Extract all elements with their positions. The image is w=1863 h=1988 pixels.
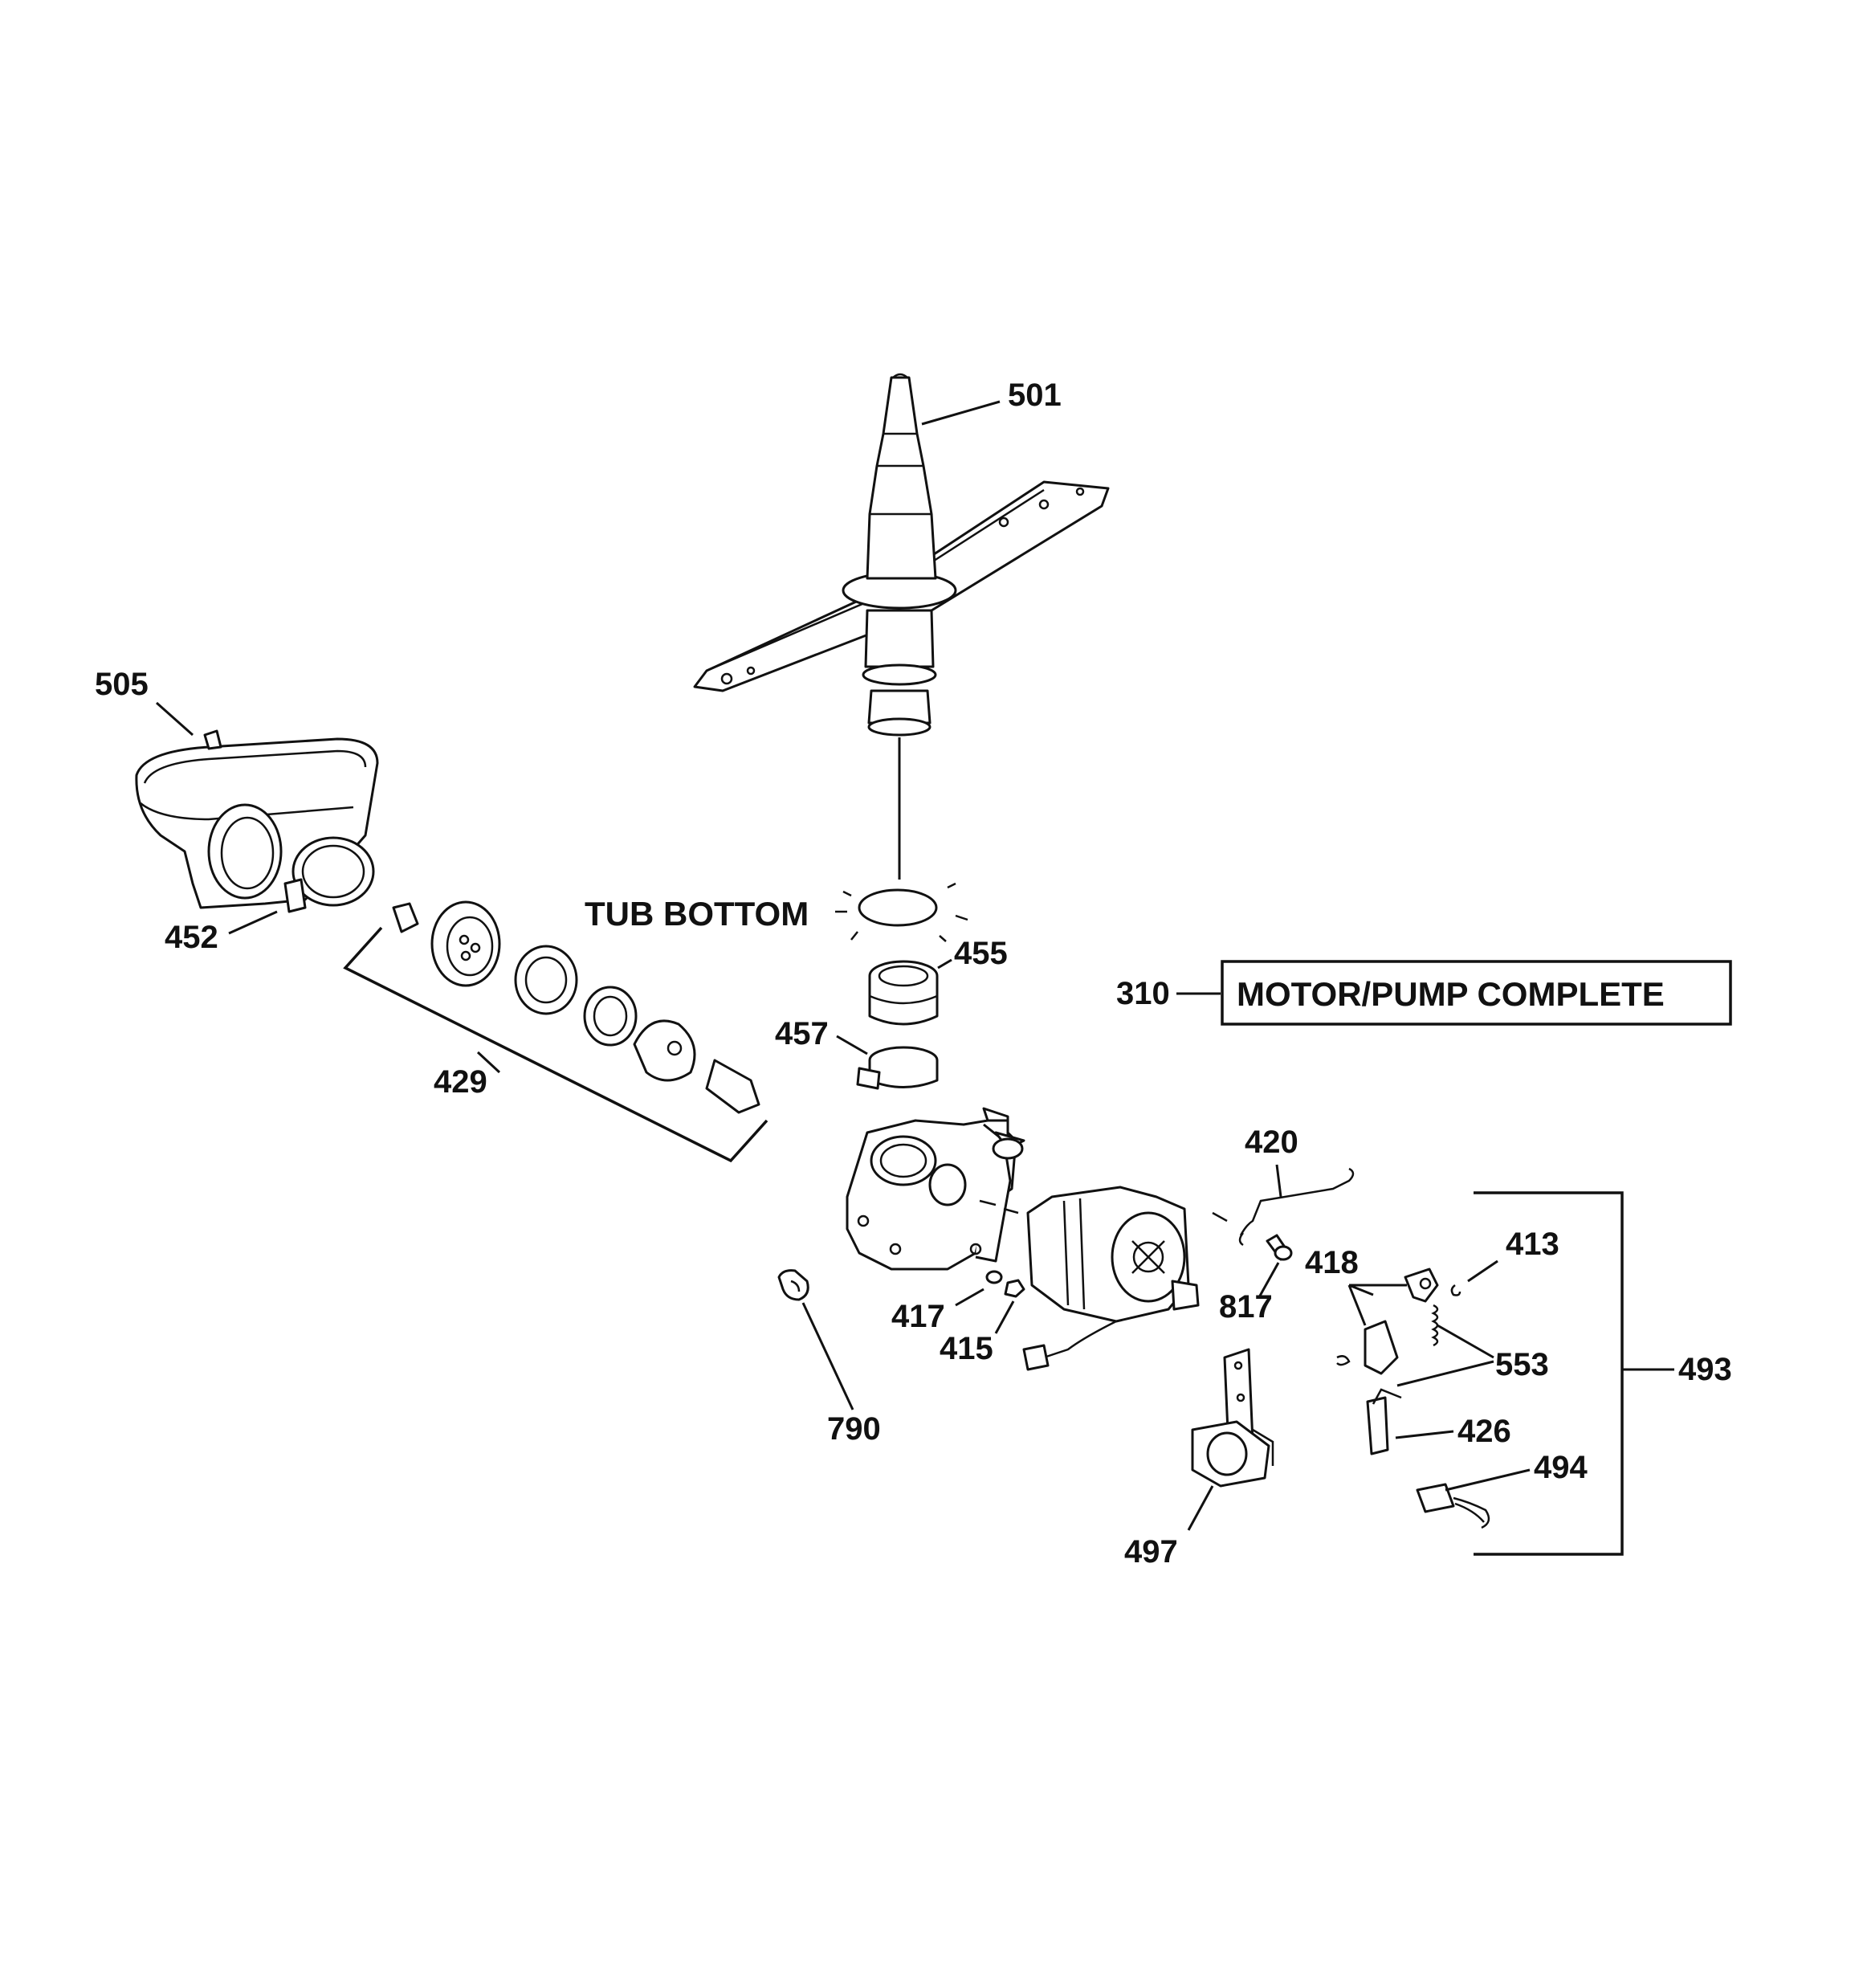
label-553: 553 — [1495, 1347, 1549, 1382]
label-493: 493 — [1678, 1352, 1732, 1387]
spring-553[interactable] — [1336, 1304, 1439, 1375]
tub-bottom-label: TUB BOTTOM — [585, 895, 809, 933]
label-817: 817 — [1219, 1289, 1273, 1325]
label-455: 455 — [954, 936, 1008, 971]
motor-pump-complete-label: MOTOR/PUMP COMPLETE — [1237, 975, 1665, 1013]
label-420: 420 — [1245, 1125, 1298, 1160]
bracket-497[interactable] — [1191, 1348, 1274, 1488]
pump-housing[interactable] — [846, 1107, 1025, 1271]
clip-790[interactable] — [777, 1269, 809, 1301]
label-790: 790 — [827, 1411, 881, 1447]
label-418: 418 — [1305, 1245, 1359, 1280]
label-429: 429 — [434, 1064, 487, 1100]
label-417: 417 — [891, 1299, 945, 1334]
chopper-assembly-429[interactable] — [392, 900, 760, 1114]
label-501: 501 — [1008, 378, 1062, 413]
clamp-ring-452[interactable] — [283, 836, 375, 913]
lever-418[interactable] — [1404, 1268, 1439, 1303]
label-505: 505 — [95, 667, 149, 702]
spray-arm-501[interactable] — [693, 373, 1110, 880]
label-457: 457 — [775, 1016, 829, 1051]
pin-426[interactable] — [1366, 1388, 1402, 1455]
motor[interactable] — [979, 1186, 1200, 1371]
label-494: 494 — [1534, 1450, 1588, 1485]
rod-420[interactable] — [1212, 1167, 1355, 1247]
washer-417[interactable] — [985, 1270, 1003, 1284]
connector-494[interactable] — [1416, 1483, 1490, 1529]
motor-pump-complete-box — [1221, 960, 1732, 1026]
label-426: 426 — [1457, 1414, 1511, 1449]
label-310: 310 — [1116, 976, 1170, 1011]
screw-817[interactable] — [1266, 1234, 1293, 1261]
label-497: 497 — [1124, 1534, 1178, 1570]
clamp-457[interactable] — [856, 1046, 939, 1090]
label-413: 413 — [1506, 1227, 1559, 1262]
tub-bottom-seal — [835, 882, 968, 942]
clip-413[interactable] — [1450, 1284, 1461, 1296]
label-415: 415 — [940, 1331, 993, 1366]
label-452: 452 — [165, 920, 218, 955]
seal-455[interactable] — [868, 960, 939, 1026]
nut-415[interactable] — [1004, 1279, 1025, 1298]
